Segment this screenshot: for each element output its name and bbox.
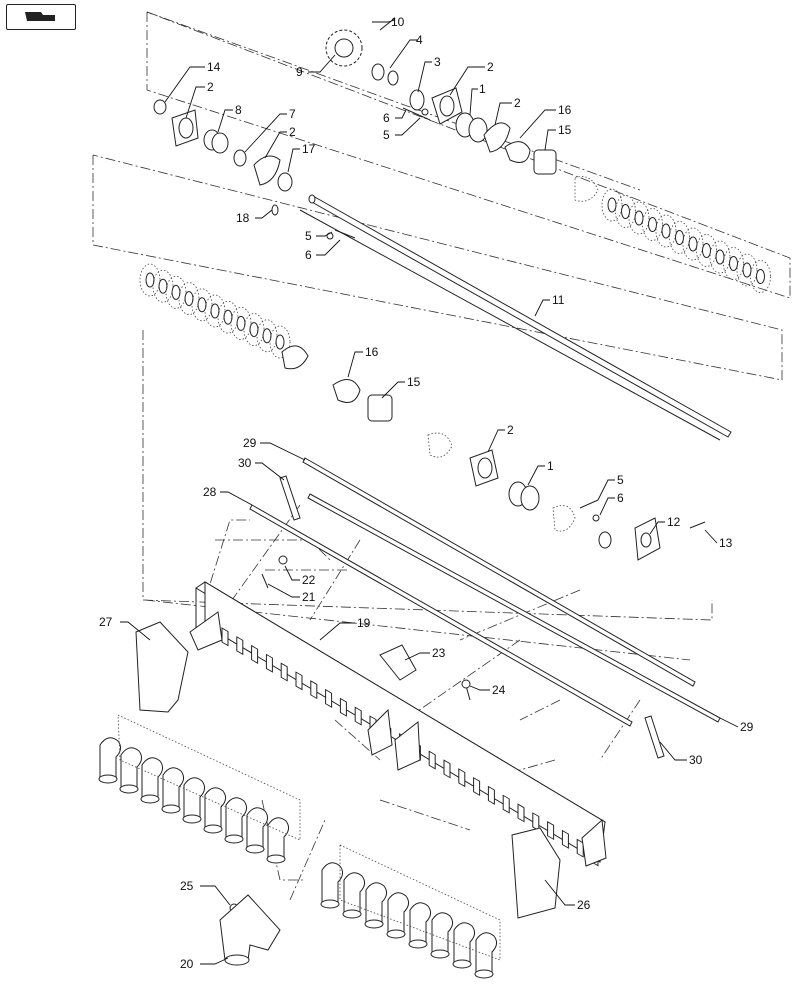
callout-18: 18 — [236, 211, 250, 225]
callout-5-a: 5 — [383, 128, 390, 142]
callout-2-a: 2 — [207, 80, 214, 94]
callout-labels: 10 4 9 14 2 3 2 1 2 16 15 8 7 2 6 5 17 1… — [99, 15, 754, 971]
callout-7: 7 — [289, 107, 296, 121]
callout-5-b: 5 — [305, 229, 312, 243]
callout-25: 25 — [180, 879, 194, 893]
callout-23: 23 — [432, 646, 446, 660]
callout-16-a: 16 — [558, 103, 572, 117]
callout-15-b: 15 — [407, 375, 421, 389]
rods-and-blades — [249, 457, 721, 759]
callout-9: 9 — [296, 65, 303, 79]
callout-14: 14 — [207, 60, 221, 74]
callout-6-c: 6 — [617, 491, 624, 505]
callout-2-e: 2 — [507, 423, 514, 437]
callout-6-a: 6 — [383, 111, 390, 125]
callout-12: 12 — [667, 515, 681, 529]
return-arrow-icon — [25, 8, 55, 21]
callout-6-b: 6 — [305, 248, 312, 262]
callout-15-a: 15 — [558, 123, 572, 137]
callout-24: 24 — [492, 683, 506, 697]
upper-drive-assembly — [153, 17, 557, 240]
callout-16-b: 16 — [365, 345, 379, 359]
callout-30-a: 30 — [238, 456, 252, 470]
single-row-unit — [219, 894, 281, 966]
callout-29-b: 29 — [740, 720, 754, 734]
callout-13: 13 — [719, 536, 733, 550]
callout-20: 20 — [180, 957, 194, 971]
back-navigation-button[interactable] — [6, 4, 76, 30]
callout-28: 28 — [203, 485, 217, 499]
callout-3: 3 — [434, 55, 441, 69]
upper-rotor-rollers — [574, 176, 771, 293]
lower-drive-assembly — [332, 379, 706, 561]
shaft — [299, 194, 732, 441]
callout-1-b: 1 — [547, 459, 554, 473]
callout-19: 19 — [357, 616, 371, 630]
callout-2-c: 2 — [514, 96, 521, 110]
callout-29-a: 29 — [243, 436, 257, 450]
callout-5-c: 5 — [617, 473, 624, 487]
callout-11: 11 — [552, 293, 565, 307]
main-plate — [189, 581, 607, 867]
lower-rotor-rollers — [139, 263, 309, 370]
side-brackets — [135, 621, 561, 919]
row-units — [98, 714, 501, 979]
callout-1-a: 1 — [479, 82, 486, 96]
callout-10: 10 — [391, 15, 405, 29]
callout-27: 27 — [99, 615, 113, 629]
callout-2-d: 2 — [289, 125, 296, 139]
callout-30-b: 30 — [689, 753, 703, 767]
callout-17: 17 — [302, 142, 316, 156]
callout-21: 21 — [302, 590, 316, 604]
callout-26: 26 — [577, 898, 591, 912]
callout-8: 8 — [235, 103, 242, 117]
callout-4: 4 — [416, 33, 423, 47]
callout-2-b: 2 — [487, 60, 494, 74]
leader-lines — [120, 19, 739, 965]
callout-22: 22 — [302, 573, 316, 587]
